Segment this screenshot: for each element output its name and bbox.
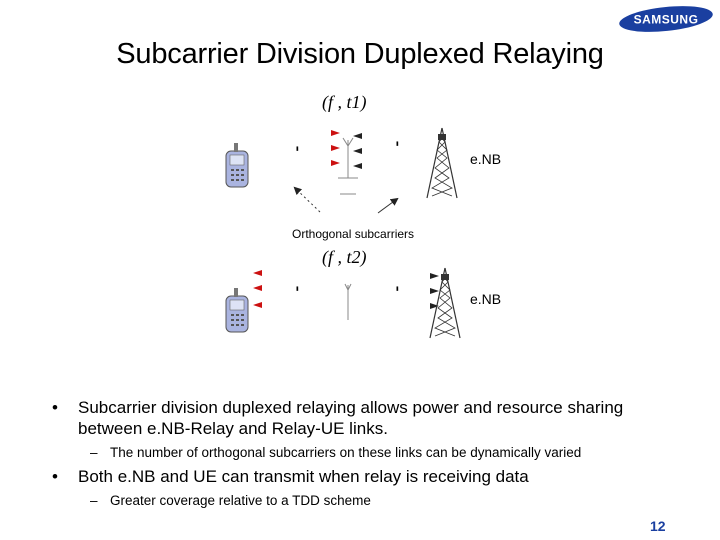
samsung-logo: SAMSUNG [619,6,713,32]
red-arrows-bottom [253,270,262,308]
bottom-frequency-time-label: (f , t2) [322,247,367,268]
enb-label-top: e.NB [470,151,501,167]
arrow-right [377,197,399,214]
relay-antenna-top-icon [338,137,358,195]
relay-antenna-bottom-icon [344,283,352,320]
dots-bottom-left: ... [293,285,310,291]
dark-arrows-top [353,133,362,169]
dashed-arrow-left [293,186,321,213]
orthogonal-subcarriers-label: Orthogonal subcarriers [292,227,414,241]
enb-tower-bottom-icon [429,267,461,339]
enb-label-bottom: e.NB [470,291,501,307]
svg-text:SAMSUNG: SAMSUNG [634,13,699,27]
dots-top-left: ... [293,145,310,151]
bullet-marker-2: • [52,467,58,486]
page-number: 12 [650,518,666,534]
sub-bullet-1: The number of orthogonal subcarriers on … [110,445,582,460]
bullet-marker-1: • [52,398,58,417]
top-frequency-time-label: (f , t1) [322,92,367,113]
slide-title: Subcarrier Division Duplexed Relaying [116,38,604,70]
dark-arrows-bottom [430,273,439,309]
bullet-2-line-1: Both e.NB and UE can transmit when relay… [78,467,529,486]
ue-phone-bottom-icon [225,287,249,333]
red-arrows-top [331,130,340,166]
dots-top-right: ... [393,140,410,146]
enb-tower-top-icon [426,127,458,199]
sub-marker-2: – [90,493,98,508]
ue-phone-top-icon [225,142,249,188]
dots-bottom-right: ... [393,285,410,291]
sub-bullet-2: Greater coverage relative to a TDD schem… [110,493,371,508]
sub-marker-1: – [90,445,98,460]
bullet-1-line-2: between e.NB-Relay and Relay-UE links. [78,419,388,438]
bullet-1-line-1: Subcarrier division duplexed relaying al… [78,398,624,417]
